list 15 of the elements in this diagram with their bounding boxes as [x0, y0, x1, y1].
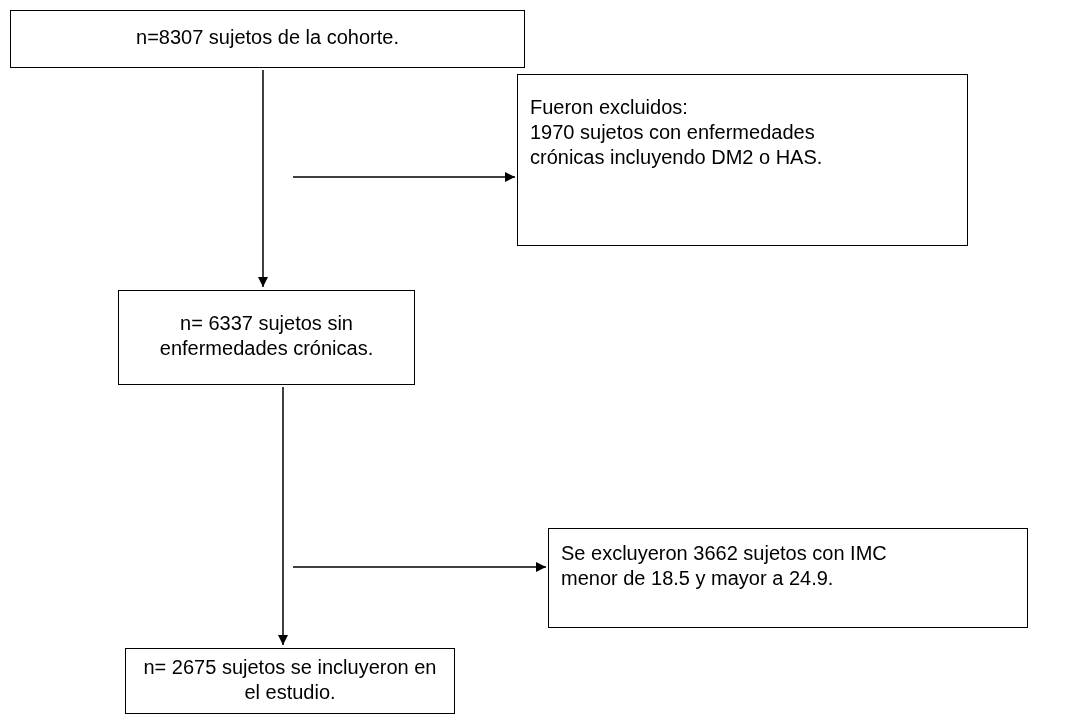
box-text: 1970 sujetos con enfermedades crónicas incluyendo DM2 o HAS.: [530, 120, 824, 170]
arrow: [292, 172, 516, 182]
box-text: n= 6337 sujetos sin enfermedades crónicas.: [158, 311, 375, 361]
process-box: [517, 74, 968, 246]
process-box: [125, 648, 455, 714]
box-text: Se excluyeron 3662 sujetos con IMC menor de 18.5 y mayor a 24.9.: [561, 541, 887, 591]
process-box: [548, 528, 1028, 628]
arrow: [278, 386, 288, 646]
box-text: n=8307 sujetos de la cohorte.: [135, 25, 400, 50]
box-text: Fueron excluidos:: [530, 95, 689, 120]
process-box: [10, 10, 525, 68]
arrow: [258, 69, 268, 288]
process-box: [118, 290, 415, 385]
box-text: n= 2675 sujetos se incluyeron en el estudio.: [142, 655, 438, 705]
arrow: [292, 562, 547, 572]
